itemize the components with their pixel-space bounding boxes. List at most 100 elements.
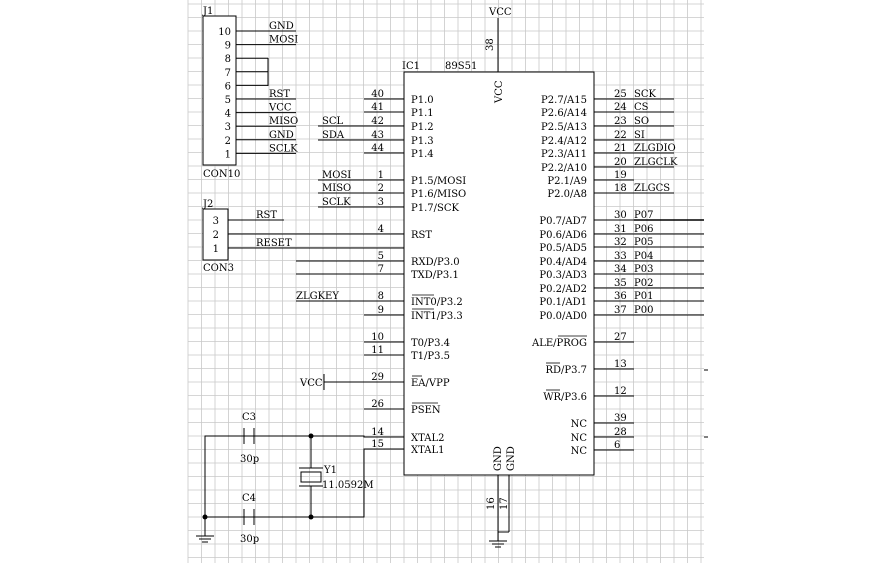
ic-pin-name: P0.2/AD2 bbox=[539, 284, 587, 295]
ic-pin-name: P2.0/A8 bbox=[547, 189, 587, 200]
ic-pin-name: P2.6/A14 bbox=[541, 108, 587, 119]
ic-right-net-label: P02 bbox=[634, 278, 653, 289]
edge-stubs bbox=[704, 369, 708, 438]
j1-pin-num: 8 bbox=[225, 54, 231, 65]
ic-pin-name: P2.3/A11 bbox=[541, 149, 587, 160]
ic-pin-name: P1.2 bbox=[411, 122, 434, 133]
ic-pin-num: 1 bbox=[378, 170, 384, 181]
j1-net-label: VCC bbox=[268, 103, 292, 114]
j2-pin-num: 1 bbox=[213, 244, 219, 255]
j1-ref: J1 bbox=[202, 6, 213, 17]
ic-pin-num: 33 bbox=[614, 251, 627, 262]
ic-pin-name: TXD/P3.1 bbox=[411, 270, 459, 281]
ic-pin-name: P0.0/AD0 bbox=[539, 311, 587, 322]
ic-right-net-label: ZLGDIO bbox=[634, 143, 676, 154]
ic-pin-num: 30 bbox=[614, 210, 627, 221]
ic-right-pins: 25P2.7/A15SCK24P2.6/A14CS23P2.5/A13SO22P… bbox=[531, 89, 704, 457]
pin-16-name: GND bbox=[493, 446, 504, 471]
ic-pin-num: 20 bbox=[614, 157, 627, 168]
ic-pin-num: 5 bbox=[378, 251, 384, 262]
ic-pin-num: 39 bbox=[614, 413, 627, 424]
ic-pin-num: 37 bbox=[614, 305, 627, 316]
ic-pin-num: 3 bbox=[378, 197, 384, 208]
junction-dots bbox=[202, 433, 314, 520]
j1-net-label: SCLK bbox=[269, 143, 298, 154]
ic-right-net-label: SO bbox=[634, 116, 649, 127]
oscillator-circuit bbox=[196, 428, 404, 543]
pin-38-num: 38 bbox=[485, 38, 496, 51]
ic-right-net-label: P01 bbox=[634, 291, 653, 302]
ic-pin-num: 31 bbox=[614, 224, 627, 235]
j1-pin-num: 10 bbox=[218, 27, 231, 38]
j1-net-label: MISO bbox=[269, 116, 298, 127]
ic-pin-name: P2.5/A13 bbox=[541, 122, 587, 133]
ic-pin-name: PSEN bbox=[411, 405, 441, 416]
ic-pin-name: P0.3/AD3 bbox=[539, 270, 587, 281]
ic-pin-num: 34 bbox=[614, 264, 627, 275]
pin-38-name: VCC bbox=[494, 80, 505, 104]
ic-right-net-label: P00 bbox=[634, 305, 653, 316]
ic-pin-num: 19 bbox=[614, 170, 627, 181]
ic-pin-name: P1.6/MISO bbox=[411, 189, 466, 200]
ic-left-net-label: SCL bbox=[322, 116, 344, 127]
xtal2-wire bbox=[204, 435, 404, 517]
ic-pin-num: 13 bbox=[614, 359, 627, 370]
ic-pin-name: P0.6/AD6 bbox=[539, 230, 587, 241]
ic-pin-name: P2.4/A12 bbox=[541, 136, 587, 147]
ic-pin-name: P1.5/MOSI bbox=[411, 176, 466, 187]
ic-pin-name: P1.7/SCK bbox=[411, 203, 460, 214]
j1-name: CON10 bbox=[203, 169, 240, 180]
ic-pin-num: 23 bbox=[614, 116, 627, 127]
xtal1-wire bbox=[205, 448, 404, 518]
ic-pin-num: 43 bbox=[371, 130, 384, 141]
ic-pin-name: T1/P3.5 bbox=[411, 351, 450, 362]
j1-net-label: MOSI bbox=[269, 35, 298, 46]
ic-left-net-label: SDA bbox=[322, 130, 345, 141]
ic-pin-num: 10 bbox=[371, 332, 384, 343]
ic-part: 89S51 bbox=[445, 61, 477, 72]
ic-pin-num: 6 bbox=[614, 440, 620, 451]
j1-net-label: GND bbox=[269, 21, 294, 32]
ic-left-pins: 40P1.041P1.142P1.2SCL43P1.3SDA44P1.41P1.… bbox=[296, 89, 466, 456]
ic-pin-num: 22 bbox=[614, 130, 627, 141]
c4-value: 30p bbox=[240, 534, 259, 545]
ic-right-net-label: P05 bbox=[634, 237, 653, 248]
ic-pin-name: ALE/PROG bbox=[531, 338, 587, 349]
ic-pin-num: 41 bbox=[371, 102, 384, 113]
ic-pin-num: 40 bbox=[371, 89, 384, 100]
ic-pin-name: RXD/P3.0 bbox=[411, 257, 460, 268]
ic-pin-name: P1.1 bbox=[411, 108, 434, 119]
c3-value: 30p bbox=[240, 454, 259, 465]
junction-dot bbox=[308, 514, 314, 520]
ic-pin-num: 11 bbox=[371, 345, 384, 356]
ic-pin-num: 24 bbox=[614, 102, 627, 113]
ic-pin-name: WR/P3.6 bbox=[543, 392, 587, 403]
ic-pin-num: 21 bbox=[614, 143, 627, 154]
pin-16-num: 16 bbox=[486, 497, 497, 510]
ic-pin-num: 32 bbox=[614, 237, 627, 248]
ic-pin-num: 12 bbox=[614, 386, 627, 397]
ic-left-net-label: MISO bbox=[322, 183, 351, 194]
ic-pin-num: 15 bbox=[371, 439, 384, 450]
ic-pin-num: 28 bbox=[614, 427, 627, 438]
j1-pin-num: 3 bbox=[225, 122, 231, 133]
j2-pin-num: 2 bbox=[213, 230, 219, 241]
ic-pin-num: 44 bbox=[371, 143, 384, 154]
ic-body bbox=[403, 71, 595, 476]
ic-pin-name: P2.1/A9 bbox=[547, 176, 587, 187]
ic-right-net-label: ZLGCLK bbox=[634, 157, 678, 168]
pin-17-num: 17 bbox=[499, 497, 510, 510]
ic-pin-name: P1.4 bbox=[411, 149, 434, 160]
ic-pin-name: XTAL2 bbox=[411, 433, 444, 444]
ic-pin-name: P2.7/A15 bbox=[541, 95, 587, 106]
ic-pin-num: 14 bbox=[371, 427, 384, 438]
ic-right-net-label: SCK bbox=[634, 89, 657, 100]
j2-name: CON3 bbox=[203, 263, 234, 274]
j1-net-label: GND bbox=[269, 130, 294, 141]
ic-pin-num: 29 bbox=[371, 372, 384, 383]
j1-pin-num: 1 bbox=[225, 149, 231, 160]
ic-pin-num: 2 bbox=[378, 183, 384, 194]
ic-pin-name: P1.0 bbox=[411, 95, 434, 106]
